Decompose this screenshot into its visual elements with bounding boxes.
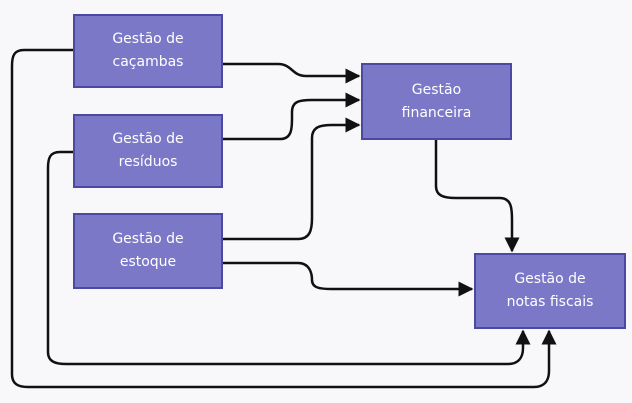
node-gestao-estoque: Gestão de estoque [73, 213, 223, 289]
edge-cacambas-financeira [223, 62, 361, 84]
node-label: Gestão de notas fiscais [506, 271, 594, 310]
edge-estoque-financeira [223, 117, 361, 241]
edge-residuos-financeira [223, 92, 361, 141]
edge-financeira-notas [434, 140, 520, 253]
node-label: Gestão de estoque [112, 231, 184, 270]
edge-residuos-notas [46, 150, 531, 366]
node-gestao-residuos: Gestão de resíduos [73, 114, 223, 188]
node-label: Gestão de resíduos [112, 131, 184, 170]
node-label: Gestão financeira [401, 81, 472, 121]
node-label: Gestão de caçambas [112, 31, 184, 70]
node-gestao-financeira: Gestão financeira [361, 63, 512, 140]
node-gestao-notas-fiscais: Gestão de notas fiscais [474, 253, 626, 329]
edge-cacambas-notas [10, 48, 557, 389]
edge-estoque-notas [223, 261, 474, 297]
node-gestao-cacambas: Gestão de caçambas [73, 14, 223, 88]
